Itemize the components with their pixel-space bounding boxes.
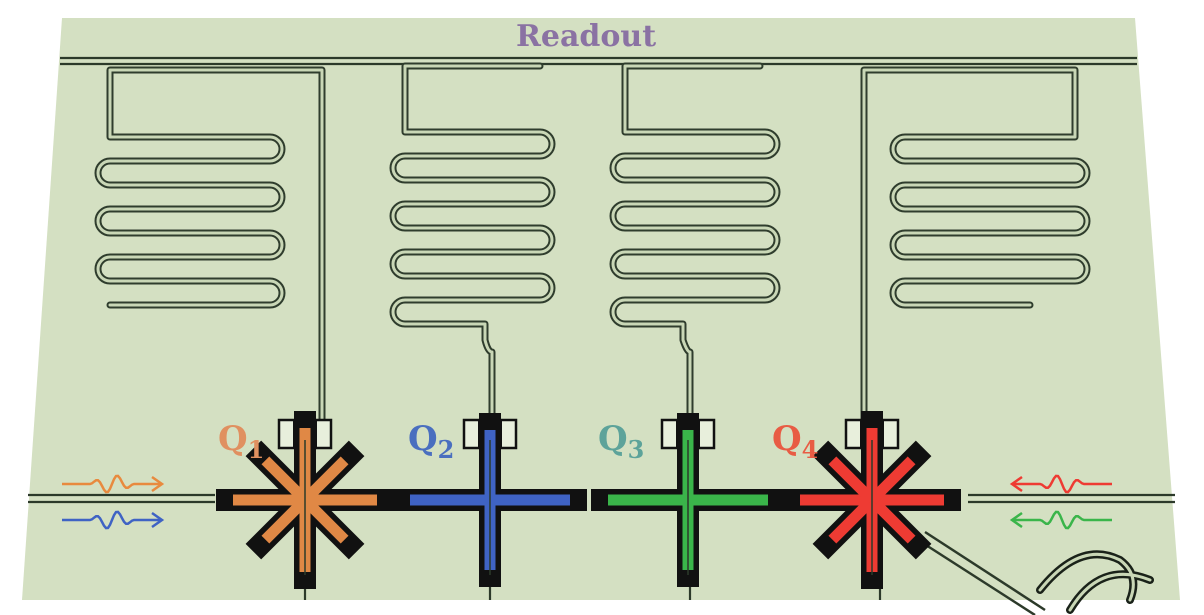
qubit-4	[783, 411, 961, 589]
qubit-label-4: Q4	[772, 419, 818, 464]
qubit-label-2-index: 2	[438, 435, 455, 464]
qubit-3	[591, 413, 785, 587]
qubit-2	[393, 413, 587, 587]
drive-pulse-right-2	[1009, 510, 1112, 530]
qubit-label-1-letter: Q	[218, 419, 248, 459]
qubit-label-4-index: 4	[802, 435, 819, 464]
chip-substrate	[22, 18, 1180, 600]
resonator-3	[609, 62, 781, 434]
qubit-label-4-letter: Q	[772, 419, 802, 459]
qubit-1	[216, 411, 394, 589]
resonator-1	[94, 66, 326, 434]
readout-feedline	[60, 56, 1137, 66]
drive-lines	[28, 493, 1175, 504]
qubit-labels: Q1 Q2 Q3 Q4	[218, 419, 818, 464]
resonator-2	[389, 62, 556, 434]
qubit-label-3-index: 3	[628, 435, 645, 464]
drive-pulse-left-1	[62, 474, 165, 494]
qubit-label-2: Q2	[408, 419, 454, 464]
qubit-label-1-index: 1	[248, 435, 265, 464]
drive-pulse-right-1	[1009, 474, 1112, 494]
resonators	[94, 62, 1091, 434]
qubits	[216, 411, 961, 589]
drive-pulse-left-2	[62, 510, 165, 530]
qubit-label-2-letter: Q	[408, 419, 438, 459]
qubit-label-3-letter: Q	[598, 419, 628, 459]
flux-line-meander	[914, 530, 1154, 615]
resonator-4	[860, 66, 1091, 434]
qubit-label-3: Q3	[598, 419, 644, 464]
qubit-label-1: Q1	[218, 419, 264, 464]
drive-pulses	[62, 474, 1112, 530]
readout-label: Readout	[516, 19, 656, 54]
